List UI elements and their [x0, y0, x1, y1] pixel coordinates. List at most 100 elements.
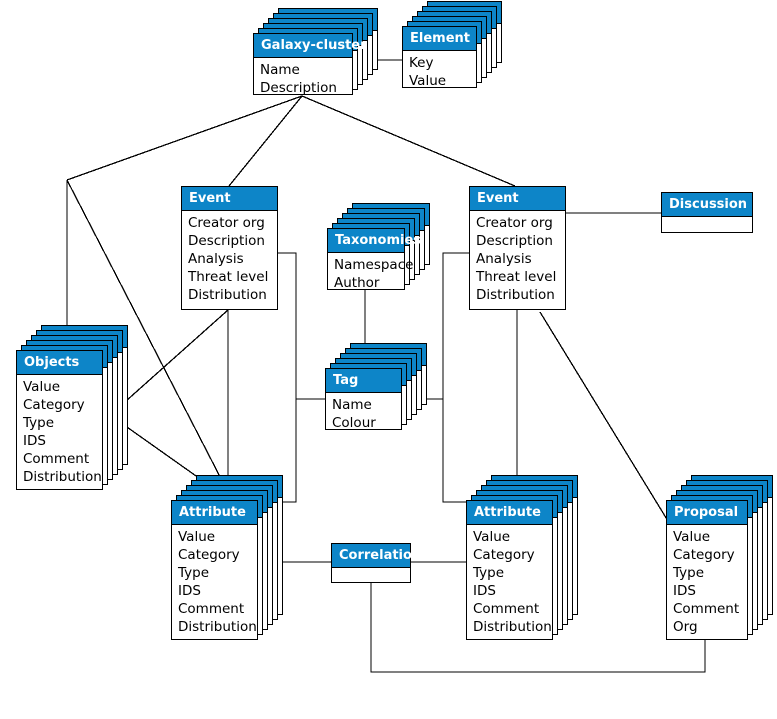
attribute-row: Description: [476, 233, 553, 249]
entity-element-title: Element: [403, 27, 476, 51]
attribute-row: Colour: [332, 415, 376, 431]
link-tag-attributeright: [442, 399, 466, 503]
attribute-row: Distribution: [178, 619, 257, 635]
entity-correlation-attributes: [332, 568, 410, 590]
attribute-row: Value: [23, 379, 61, 395]
link-galaxycluster-objectsvertex: [66, 95, 303, 181]
entity-attribute-left-title: Attribute: [172, 501, 257, 525]
attribute-row: Distribution: [23, 469, 102, 485]
attribute-row: Type: [473, 565, 505, 581]
attribute-row: Analysis: [188, 251, 244, 267]
attribute-row: Description: [260, 80, 337, 96]
entity-discussion-card[interactable]: Discussion: [661, 192, 753, 233]
entity-correlation-title: Correlation: [332, 544, 421, 568]
entity-correlation-card[interactable]: Correlation: [331, 543, 421, 583]
attribute-row: Name: [332, 397, 372, 413]
entity-event-right-title: Event: [470, 187, 565, 211]
attribute-row: Description: [188, 233, 265, 249]
attribute-row: Author: [334, 275, 380, 291]
attribute-row: Key: [409, 55, 434, 71]
entity-correlation[interactable]: Correlation: [331, 543, 421, 583]
attribute-row: Category: [473, 547, 535, 563]
attribute-row: Name: [260, 62, 300, 78]
attribute-row: IDS: [473, 583, 496, 599]
link-eventright-proposal: [539, 311, 669, 522]
attribute-row: Comment: [178, 601, 245, 617]
entity-discussion[interactable]: Discussion: [661, 192, 753, 233]
attribute-row: Distribution: [476, 287, 555, 303]
attribute-row: Value: [409, 73, 447, 89]
attribute-row: Distribution: [188, 287, 267, 303]
entity-event-left-title: Event: [182, 187, 277, 211]
entity-attribute-right-title: Attribute: [467, 501, 552, 525]
attribute-row: IDS: [23, 433, 46, 449]
entity-discussion-attributes: [662, 217, 752, 239]
entity-discussion-title: Discussion: [662, 193, 752, 217]
attribute-row: Type: [178, 565, 210, 581]
attribute-row: Org: [673, 619, 698, 635]
attribute-row: Distribution: [473, 619, 552, 635]
attribute-row: Namespace: [334, 257, 414, 273]
attribute-row: Threat level: [188, 269, 269, 285]
link-eventleft-tag: [278, 252, 325, 400]
attribute-row: Value: [673, 529, 711, 545]
attribute-row: IDS: [178, 583, 201, 599]
entity-proposal-title: Proposal: [667, 501, 747, 525]
entity-tag-title: Tag: [326, 369, 401, 393]
attribute-row: Value: [178, 529, 216, 545]
attribute-row: Comment: [23, 451, 90, 467]
attribute-row: Creator org: [476, 215, 553, 231]
attribute-row: Type: [673, 565, 705, 581]
link-galaxycluster-eventleft: [228, 95, 303, 187]
link-galaxycluster-eventright: [301, 95, 516, 187]
attribute-row: Comment: [673, 601, 740, 617]
entity-galaxy-cluster-title: Galaxy-cluster: [254, 34, 367, 58]
link-correlation-proposal: [370, 583, 706, 673]
attribute-row: Creator org: [188, 215, 265, 231]
attribute-row: Category: [23, 397, 85, 413]
entity-taxonomies-title: Taxonomies: [328, 229, 421, 253]
attribute-row: Comment: [473, 601, 540, 617]
entity-objects-title: Objects: [17, 351, 102, 375]
attribute-row: Category: [178, 547, 240, 563]
attribute-row: IDS: [673, 583, 696, 599]
link-objectsvertex-attributeleft: [66, 179, 233, 501]
attribute-row: Value: [473, 529, 511, 545]
attribute-row: Analysis: [476, 251, 532, 267]
link-objects-eventleft: [116, 309, 229, 410]
attribute-row: Threat level: [476, 269, 557, 285]
attribute-row: Type: [23, 415, 55, 431]
